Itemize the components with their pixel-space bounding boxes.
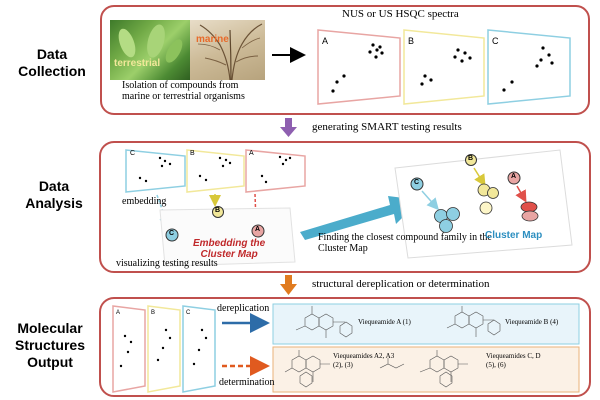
output-panel bbox=[99, 297, 591, 397]
analysis-label-a: A bbox=[249, 150, 254, 157]
analysis-panel bbox=[99, 141, 591, 273]
cluster-node-a-label: A bbox=[511, 173, 517, 180]
spectra-title: NUS or US HSQC spectra bbox=[342, 8, 459, 20]
output-mini-a bbox=[112, 305, 146, 393]
structure-substituent bbox=[379, 358, 405, 369]
analysis-mini-c bbox=[125, 149, 186, 193]
smart-arrow-shaft bbox=[285, 118, 292, 128]
cluster-arrow-a bbox=[515, 185, 527, 203]
embed-node-a bbox=[251, 224, 265, 238]
compound-viequeamide-a: Viequeamide A (1) bbox=[358, 318, 411, 326]
derep-arrow-head bbox=[280, 284, 297, 295]
derep-arrow-shaft bbox=[285, 275, 292, 285]
embedding-map-title: Embedding the Cluster Map bbox=[193, 238, 266, 260]
analysis-mini-a bbox=[245, 149, 306, 193]
cluster-red-2 bbox=[521, 210, 539, 222]
cluster-cyan-3 bbox=[439, 219, 453, 233]
structure-viequeamide-a bbox=[295, 306, 353, 338]
cluster-node-a bbox=[507, 171, 521, 185]
cluster-cyan-2 bbox=[446, 207, 460, 221]
visualizing-label: visualizing testing results bbox=[116, 258, 218, 269]
cluster-node-c-label: C bbox=[414, 179, 420, 186]
cluster-arrow-c bbox=[421, 190, 439, 211]
terrestrial-photo: terrestrial bbox=[110, 20, 190, 80]
finding-label: Finding the closest compound family in t… bbox=[318, 232, 492, 254]
derep-transition-label: structural dereplication or determinatio… bbox=[312, 278, 490, 290]
cluster-node-b bbox=[465, 154, 477, 166]
analysis-mini-b bbox=[186, 149, 245, 193]
marine-photo: marine bbox=[190, 20, 265, 80]
structure-viequeamide-c bbox=[419, 350, 468, 388]
dereplication-label: dereplication bbox=[217, 303, 270, 314]
stage-label-collection: Data Collection bbox=[18, 46, 86, 79]
cluster-node-c bbox=[410, 177, 424, 191]
output-label-a: A bbox=[116, 310, 121, 316]
smart-arrow-head bbox=[280, 127, 297, 137]
spectrum-a bbox=[317, 29, 401, 105]
determination-label: determination bbox=[219, 377, 275, 388]
embed-node-c-label: C bbox=[169, 230, 175, 237]
terrestrial-label: terrestrial bbox=[114, 58, 161, 69]
output-label-b: B bbox=[151, 310, 156, 316]
spectrum-label-c: C bbox=[492, 36, 499, 46]
spectrum-b bbox=[403, 29, 485, 105]
compound-viequeamide-b: Viequeamide B (4) bbox=[505, 318, 559, 326]
output-mini-c bbox=[182, 305, 216, 393]
cluster-red-1 bbox=[520, 201, 538, 213]
known-compounds-box bbox=[272, 303, 580, 345]
embed-node-a-label: A bbox=[255, 226, 261, 233]
big-arrow bbox=[300, 196, 420, 240]
cluster-yellow-3 bbox=[479, 201, 493, 215]
cluster-yellow-2 bbox=[487, 187, 499, 199]
embed-node-b-label: B bbox=[215, 207, 221, 214]
compounds-viequeamides-a2-a3: Viequeamides A2, A3 (2), (3) bbox=[333, 352, 395, 369]
output-label-c: C bbox=[186, 310, 191, 316]
embedding-label: embedding bbox=[122, 196, 167, 207]
isolation-text: Isolation of compounds from marine or te… bbox=[122, 80, 245, 102]
embed-node-c bbox=[165, 228, 179, 242]
spectrum-label-a: A bbox=[322, 36, 329, 46]
analysis-label-c: C bbox=[130, 150, 136, 157]
cluster-map-title: Cluster Map bbox=[485, 230, 543, 241]
stage-label-output: Molecular Structures Output bbox=[14, 320, 86, 370]
spectrum-label-b: B bbox=[408, 36, 415, 46]
stage-label-analysis: Data Analysis bbox=[25, 178, 83, 211]
structure-viequeamide-b bbox=[446, 306, 501, 337]
spectrum-c bbox=[487, 29, 571, 105]
smart-transition-label: generating SMART testing results bbox=[312, 121, 462, 133]
marine-organism-drawing bbox=[197, 23, 263, 80]
compounds-viequeamides-c-d: Viequeamides C, D (5), (6) bbox=[486, 352, 541, 369]
embedding-map-card bbox=[159, 207, 296, 267]
marine-label: marine bbox=[196, 34, 229, 45]
structure-viequeamide-a2 bbox=[284, 350, 330, 388]
analysis-label-b: B bbox=[190, 150, 195, 157]
cluster-node-b-label: B bbox=[468, 155, 474, 162]
output-mini-b bbox=[147, 305, 181, 393]
cluster-arrow-b bbox=[473, 167, 486, 187]
embed-node-b bbox=[212, 206, 224, 218]
